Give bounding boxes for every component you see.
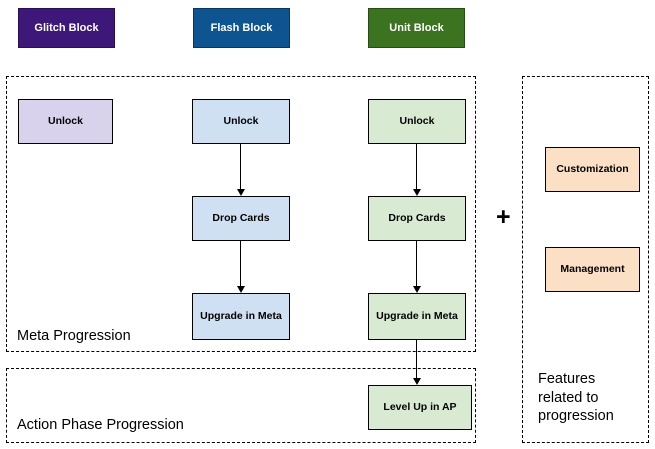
- node-flash-drop-cards[interactable]: Drop Cards: [192, 196, 290, 241]
- node-feature-management-label: Management: [560, 263, 625, 276]
- node-unit-drop-cards-label: Drop Cards: [388, 212, 446, 225]
- group-meta-progression: [6, 76, 476, 352]
- connector-flash-unlock-to-drop: [240, 144, 241, 189]
- node-unit-unlock-label: Unlock: [399, 115, 435, 128]
- node-unit-unlock[interactable]: Unlock: [368, 99, 466, 144]
- node-flash-unlock-label: Unlock: [223, 115, 259, 128]
- group-action-phase-progression-label: Action Phase Progression: [17, 417, 184, 433]
- header-block-glitch[interactable]: Glitch Block: [18, 8, 115, 48]
- connector-flash-drop-to-upgrade: [240, 241, 241, 286]
- node-flash-upgrade-in-meta[interactable]: Upgrade in Meta: [192, 293, 290, 340]
- node-unit-level-up-in-ap-label: Level Up in AP: [383, 401, 457, 414]
- header-block-glitch-label: Glitch Block: [34, 21, 99, 34]
- arrowhead-unit-drop-to-upgrade: [413, 286, 421, 293]
- arrowhead-unit-upgrade-to-levelup: [413, 378, 421, 385]
- group-features-label: Features related to progression: [538, 371, 614, 425]
- node-flash-unlock[interactable]: Unlock: [192, 99, 290, 144]
- node-unit-upgrade-in-meta-label: Upgrade in Meta: [376, 310, 458, 323]
- arrowhead-unit-unlock-to-drop: [413, 189, 421, 196]
- node-feature-customization[interactable]: Customization: [545, 147, 640, 192]
- header-block-flash[interactable]: Flash Block: [193, 8, 290, 48]
- node-unit-upgrade-in-meta[interactable]: Upgrade in Meta: [368, 293, 466, 340]
- node-unit-level-up-in-ap[interactable]: Level Up in AP: [368, 385, 472, 430]
- node-feature-management[interactable]: Management: [545, 247, 640, 292]
- node-glitch-unlock-label: Unlock: [47, 115, 83, 128]
- group-action-phase-progression: [6, 368, 476, 443]
- node-flash-drop-cards-label: Drop Cards: [212, 212, 270, 225]
- connector-unit-unlock-to-drop: [416, 144, 417, 189]
- header-block-flash-label: Flash Block: [210, 21, 273, 34]
- arrowhead-flash-unlock-to-drop: [237, 189, 245, 196]
- connector-unit-drop-to-upgrade: [416, 241, 417, 286]
- header-block-unit[interactable]: Unit Block: [368, 8, 465, 48]
- node-glitch-unlock[interactable]: Unlock: [18, 99, 113, 144]
- plus-operator-icon: +: [496, 203, 511, 231]
- header-block-unit-label: Unit Block: [389, 21, 444, 34]
- group-meta-progression-label: Meta Progression: [17, 328, 131, 344]
- node-feature-customization-label: Customization: [556, 163, 629, 176]
- group-features: [522, 76, 649, 443]
- connector-unit-upgrade-to-levelup: [416, 340, 417, 378]
- node-flash-upgrade-in-meta-label: Upgrade in Meta: [200, 310, 282, 323]
- node-unit-drop-cards[interactable]: Drop Cards: [368, 196, 466, 241]
- arrowhead-flash-drop-to-upgrade: [237, 286, 245, 293]
